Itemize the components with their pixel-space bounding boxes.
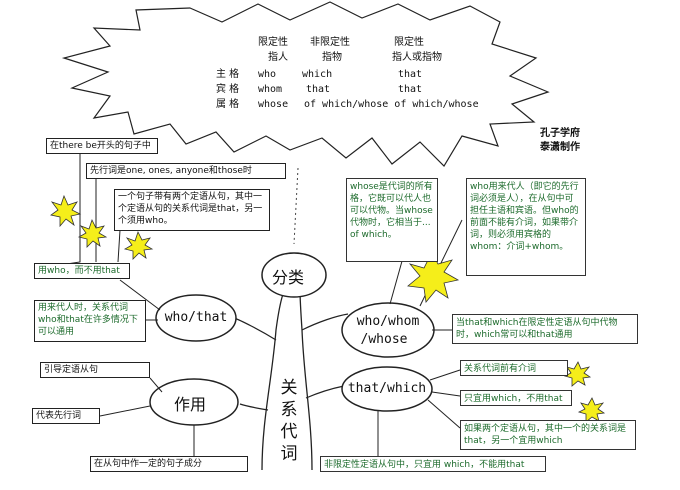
- node-whose: /whose: [360, 332, 408, 347]
- category-title: 分类: [272, 268, 305, 287]
- note-nonrestrictive: 非限定性定语从句中，只宜用 which，不能用that: [320, 456, 546, 472]
- oval-category: [261, 252, 327, 298]
- cell-object-that-2: that: [398, 84, 423, 95]
- note-who-that-interchangeable: 用来代人时，关系代词who和that在许多情况下可以通用: [34, 300, 146, 342]
- cell-possessive-of-which: of which/whose of which/whose: [304, 99, 479, 110]
- header-restrictive-1: 限定性: [258, 37, 288, 48]
- note-antecedent-one: 先行词是one, ones, anyone和those时: [86, 163, 286, 179]
- note-that-which-interchangeable: 当that和which在限定性定语从句中代物时，which常可以和that通用: [452, 314, 638, 344]
- speech-star: [61, 1, 550, 167]
- note-whose: whose是代词的所有格，它既可以代人也可以代物。当whose代物时，它相当于.…: [346, 178, 438, 262]
- note-two-clauses-who: 一个句子带有两个定语从句，其中一个定语从句的关系代词是that，另一个须用who…: [114, 189, 270, 231]
- oval-who-that: [155, 294, 237, 342]
- cell-subject-that: that: [398, 69, 423, 80]
- row-label-possessive: 属 格: [216, 99, 240, 110]
- role-introduce-clause: 引导定语从句: [40, 362, 150, 378]
- header-nonrestrictive: 非限定性: [310, 37, 350, 48]
- dotted-connector: [293, 167, 299, 245]
- cell-subject-which: which: [302, 69, 333, 80]
- oval-that-which: [341, 366, 433, 412]
- cell-subject-who: who: [258, 69, 277, 80]
- credit-line-1: 孔子学府: [540, 128, 580, 139]
- note-two-clauses-which: 如果两个定语从句，其中一个的关系词是that，另一个宜用which: [460, 420, 636, 450]
- role-sentence-element: 在从句中作一定的句子成分: [90, 456, 248, 472]
- node-who-that: who/that: [164, 310, 228, 325]
- subheader-both: 指人或指物: [392, 52, 442, 63]
- node-who-whom: who/whom: [356, 314, 420, 329]
- starburst-5: [563, 361, 592, 387]
- trunk-char-2: 系: [280, 400, 298, 420]
- row-label-subject: 主 格: [216, 69, 240, 80]
- header-restrictive-2: 限定性: [394, 37, 424, 48]
- starburst-2: [77, 218, 108, 248]
- starburst-3: [123, 230, 154, 260]
- cell-object-whom: whom: [258, 84, 283, 95]
- oval-who-whom: [341, 302, 435, 358]
- node-role: 作用: [174, 395, 207, 414]
- note-there-be: 在there be开头的句子中: [46, 138, 158, 154]
- subheader-person: 指人: [268, 52, 288, 63]
- row-label-object: 宾 格: [216, 84, 240, 95]
- trunk-char-1: 关: [280, 378, 298, 398]
- cell-object-that-1: that: [306, 84, 331, 95]
- credit-line-2: 泰潇制作: [540, 142, 580, 153]
- trunk-char-3: 代: [280, 422, 298, 442]
- subheader-thing: 指物: [322, 52, 342, 63]
- starburst-4: [407, 251, 460, 303]
- note-whom: who用来代人（即它的先行词必须是人），在从句中可担任主语和宾语。但who的前面…: [466, 178, 586, 276]
- role-represent-antecedent: 代表先行词: [32, 408, 100, 424]
- starburst-1: [50, 194, 82, 228]
- note-only-which: 只宜用which，不用that: [460, 390, 572, 406]
- starburst-6: [577, 397, 606, 423]
- node-that-which: that/which: [347, 381, 427, 396]
- trunk-char-4: 词: [280, 444, 298, 464]
- note-use-who: 用who，而不用that: [34, 263, 130, 279]
- cell-possessive-whose: whose: [258, 99, 289, 110]
- note-preposition: 关系代词前有介词: [460, 360, 568, 376]
